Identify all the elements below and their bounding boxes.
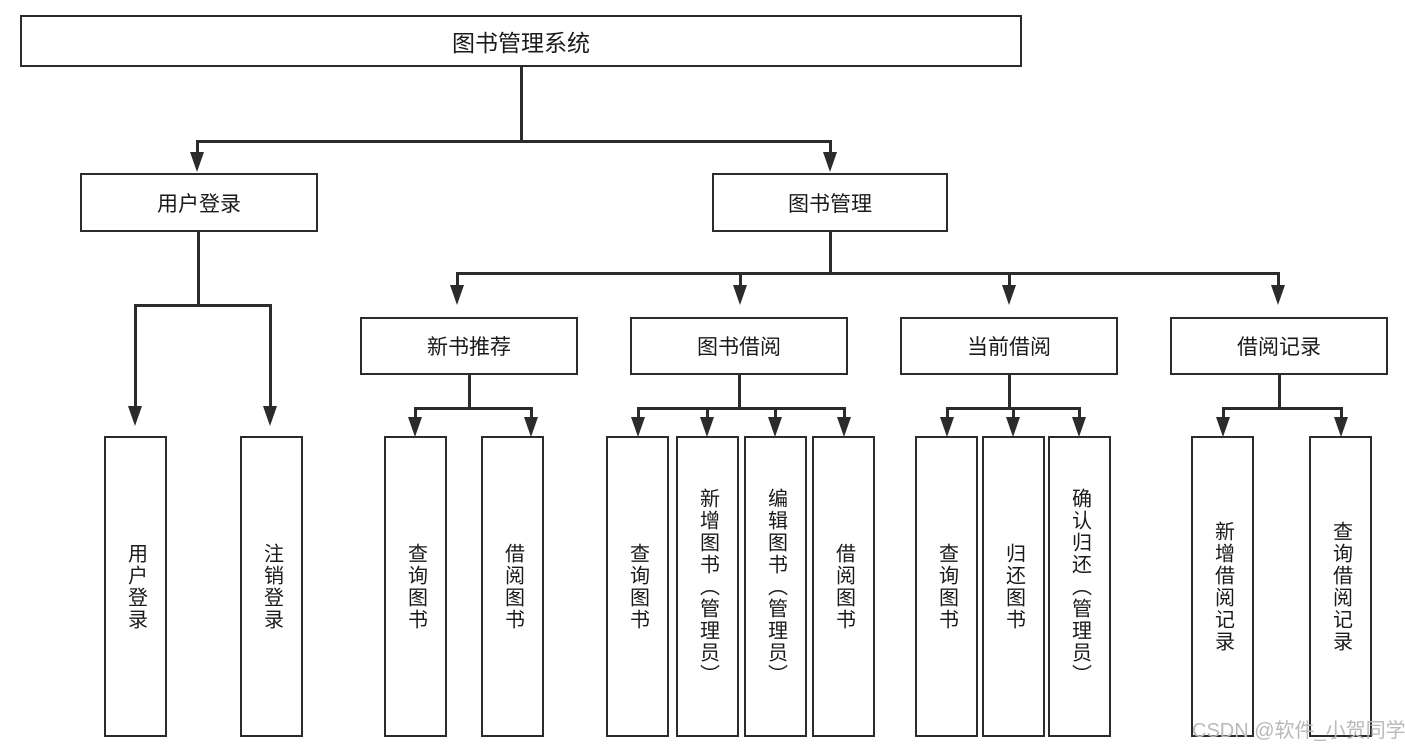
arrow-down-icon: [1216, 417, 1230, 437]
leaf-edit-book-admin[interactable]: 编辑图书（管理员）: [744, 436, 807, 737]
edge-book-borrow-stem: [738, 375, 741, 409]
edge-drop-borrow-record: [1277, 272, 1280, 292]
node-label: 查询借阅记录: [1329, 520, 1352, 653]
node-label: 确认归还（管理员）: [1068, 487, 1091, 686]
arrow-down-icon: [631, 417, 645, 437]
node-label: 借阅记录: [1237, 336, 1321, 359]
edge-level1-bus: [196, 140, 832, 143]
node-label: 新增借阅记录: [1211, 520, 1234, 653]
leaf-query-book-borrow[interactable]: 查询图书: [606, 436, 669, 737]
edge-user-login-stem: [197, 232, 200, 306]
leaf-confirm-return-admin[interactable]: 确认归还（管理员）: [1048, 436, 1111, 737]
edge-drop-new-book-recommend: [456, 272, 459, 292]
edge-drop-book-management: [829, 140, 832, 160]
node-label: 编辑图书（管理员）: [764, 487, 787, 686]
edge-drop-query-book-c: [946, 407, 949, 425]
node-book-management[interactable]: 图书管理: [712, 173, 948, 232]
node-label: 新增图书（管理员）: [696, 487, 719, 686]
edge-borrow-record-bus: [1222, 407, 1342, 410]
edge-drop-borrow-book-a: [530, 407, 533, 425]
leaf-add-borrow-record[interactable]: 新增借阅记录: [1191, 436, 1254, 737]
leaf-query-book-recommend[interactable]: 查询图书: [384, 436, 447, 737]
arrow-down-icon: [524, 417, 538, 437]
node-label: 查询图书: [626, 542, 649, 631]
edge-drop-query-book-a: [414, 407, 417, 425]
edge-drop-return-book: [1012, 407, 1015, 425]
node-label: 借阅图书: [832, 542, 855, 631]
node-new-book-recommend[interactable]: 新书推荐: [360, 317, 578, 375]
edge-book-borrow-bus: [637, 407, 845, 410]
edge-level2-bus: [456, 272, 1279, 275]
node-root-library-management-system[interactable]: 图书管理系统: [20, 15, 1022, 67]
node-label: 新书推荐: [427, 336, 511, 359]
node-label: 查询图书: [404, 542, 427, 631]
node-label: 归还图书: [1002, 542, 1025, 631]
arrow-down-icon: [450, 285, 464, 305]
arrow-down-icon: [733, 285, 747, 305]
edge-new-book-stem: [468, 375, 471, 409]
arrow-down-icon: [408, 417, 422, 437]
leaf-borrow-book-recommend[interactable]: 借阅图书: [481, 436, 544, 737]
node-label: 当前借阅: [967, 336, 1051, 359]
node-label: 图书借阅: [697, 336, 781, 359]
node-label: 借阅图书: [501, 542, 524, 631]
edge-drop-add-borrow-record: [1222, 407, 1225, 425]
edge-drop-book-borrow: [739, 272, 742, 292]
edge-drop-edit-book: [774, 407, 777, 425]
edge-current-borrow-stem: [1008, 375, 1011, 409]
leaf-user-login[interactable]: 用户登录: [104, 436, 167, 737]
arrow-down-icon: [1072, 417, 1086, 437]
edge-root-stem: [520, 67, 523, 140]
arrow-down-icon: [1002, 285, 1016, 305]
arrow-down-icon: [128, 406, 142, 426]
arrow-down-icon: [940, 417, 954, 437]
arrow-down-icon: [823, 152, 837, 172]
leaf-add-book-admin[interactable]: 新增图书（管理员）: [676, 436, 739, 737]
node-user-login[interactable]: 用户登录: [80, 173, 318, 232]
node-current-borrow[interactable]: 当前借阅: [900, 317, 1118, 375]
edge-book-management-stem: [829, 232, 832, 274]
arrow-down-icon: [1271, 285, 1285, 305]
edge-drop-logout: [269, 304, 272, 414]
node-label: 用户登录: [124, 542, 147, 631]
edge-borrow-record-stem: [1278, 375, 1281, 409]
edge-drop-confirm-return: [1078, 407, 1081, 425]
arrow-down-icon: [700, 417, 714, 437]
arrow-down-icon: [1334, 417, 1348, 437]
edge-drop-login: [134, 304, 137, 414]
edge-drop-query-borrow-record: [1340, 407, 1343, 425]
arrow-down-icon: [837, 417, 851, 437]
leaf-query-book-current[interactable]: 查询图书: [915, 436, 978, 737]
leaf-borrow-book[interactable]: 借阅图书: [812, 436, 875, 737]
arrow-down-icon: [190, 152, 204, 172]
arrow-down-icon: [1006, 417, 1020, 437]
edge-user-login-bus: [134, 304, 271, 307]
node-label: 查询图书: [935, 542, 958, 631]
edge-drop-user-login: [196, 140, 199, 160]
edge-drop-query-book-b: [637, 407, 640, 425]
node-label: 注销登录: [260, 542, 283, 631]
edge-drop-add-book: [706, 407, 709, 425]
edge-drop-borrow-book-b: [843, 407, 846, 425]
node-label: 图书管理: [788, 192, 872, 216]
edge-new-book-bus: [414, 407, 532, 410]
edge-drop-current-borrow: [1008, 272, 1011, 292]
node-book-borrow[interactable]: 图书借阅: [630, 317, 848, 375]
node-label: 图书管理系统: [452, 30, 590, 56]
node-borrow-record[interactable]: 借阅记录: [1170, 317, 1388, 375]
arrow-down-icon: [263, 406, 277, 426]
arrow-down-icon: [768, 417, 782, 437]
leaf-return-book[interactable]: 归还图书: [982, 436, 1045, 737]
leaf-logout[interactable]: 注销登录: [240, 436, 303, 737]
node-label: 用户登录: [157, 192, 241, 216]
leaf-query-borrow-record[interactable]: 查询借阅记录: [1309, 436, 1372, 737]
